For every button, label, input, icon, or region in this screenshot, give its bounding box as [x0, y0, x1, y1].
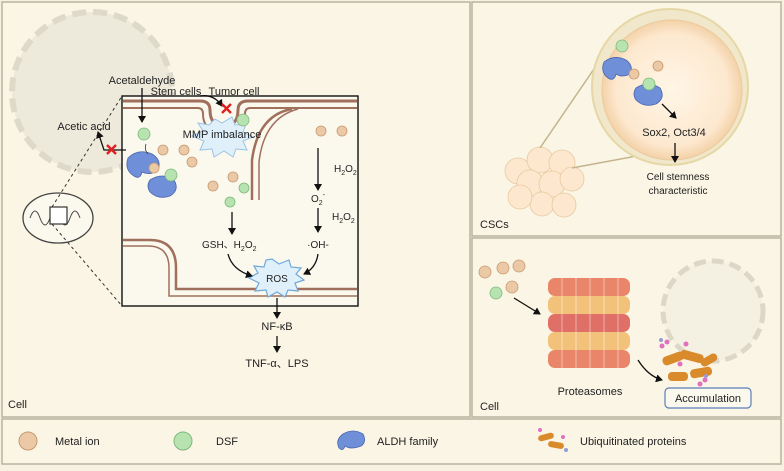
dsf-icon — [173, 431, 193, 451]
ions-box — [157, 113, 348, 208]
ions-bottom-right — [478, 259, 526, 300]
cell-membrane-bottom — [123, 238, 357, 297]
accumulation-box — [664, 387, 752, 409]
oh-minus-label: ·OH- — [307, 240, 329, 251]
legend-label-metal-ion: Metal ion — [55, 436, 100, 448]
oh-to-ros-arrow — [303, 253, 319, 275]
cell-label-left: Cell — [8, 399, 27, 411]
legend-ubiquitinated: Ubiquitinated proteins — [538, 428, 687, 452]
stem-to-tumor-arrow — [199, 95, 223, 107]
cell-stemness-label: Cell stemness — [647, 172, 710, 183]
ros-label: ROS — [266, 274, 288, 285]
ions-to-proteasome-arrow — [513, 297, 541, 315]
ros-burst — [247, 258, 306, 298]
mitochondrion-icon — [22, 192, 94, 244]
stem-cells-label: Stem cells — [151, 86, 202, 98]
legend-dsf: DSF — [173, 431, 238, 451]
ubiquitinated-protein-icon — [538, 428, 568, 452]
h2o2-top-label: H2O2 — [334, 164, 357, 177]
legend-aldh: ALDH family — [337, 430, 439, 450]
background-cell-right — [660, 258, 766, 364]
o2-minus-label: O2- — [311, 192, 326, 207]
sox2-label: Sox2, Oct3/4 — [642, 127, 706, 139]
aldh-to-sox2-arrow — [661, 103, 677, 119]
csc-cluster — [504, 146, 585, 218]
inhibit-x-icon-left — [106, 144, 117, 155]
tnf-lps-label: TNF-α、LPS — [245, 358, 308, 370]
aldh-complex-csc — [602, 39, 664, 106]
cscs-label: CSCs — [480, 219, 509, 231]
acetic-acid-arrow — [96, 131, 126, 151]
zoom-line-top — [51, 95, 123, 208]
zoom-box — [49, 206, 68, 225]
characteristic-label: characteristic — [649, 186, 708, 197]
aldh-complex-box — [126, 127, 178, 198]
mmp-imbalance-label: MMP imbalance — [183, 129, 262, 141]
legend-label-ubiquitinated: Ubiquitinated proteins — [580, 436, 687, 448]
h2o2-mid-label: H2O2 — [332, 212, 355, 225]
nfkb-label: NF-κB — [261, 321, 292, 333]
aldh-icon — [337, 430, 365, 450]
gsh-h2o2-label: GSH、H2O2 — [202, 240, 257, 253]
proteasome-to-accumulation-arrow — [637, 359, 663, 383]
acetaldehyde-label: Acetaldehyde — [109, 75, 176, 87]
ubiquitinated-proteins-cluster — [659, 338, 718, 387]
inhibit-x-icon-top — [221, 103, 232, 114]
proteasome-icon — [548, 278, 630, 368]
accumulation-label: Accumulation — [675, 393, 741, 405]
legend-metal-ion: Metal ion — [18, 431, 100, 451]
legend-label-aldh: ALDH family — [377, 436, 439, 448]
legend-panel — [1, 418, 782, 465]
proteasomes-label: Proteasomes — [558, 386, 623, 398]
metal-ion-icon — [18, 431, 38, 451]
gsh-to-ros-arrow — [227, 253, 253, 279]
tumor-cell-label: Tumor cell — [209, 86, 260, 98]
cell-label-right: Cell — [480, 401, 499, 413]
legend-label-dsf: DSF — [216, 436, 238, 448]
acetic-acid-label: Acetic acid — [57, 121, 110, 133]
